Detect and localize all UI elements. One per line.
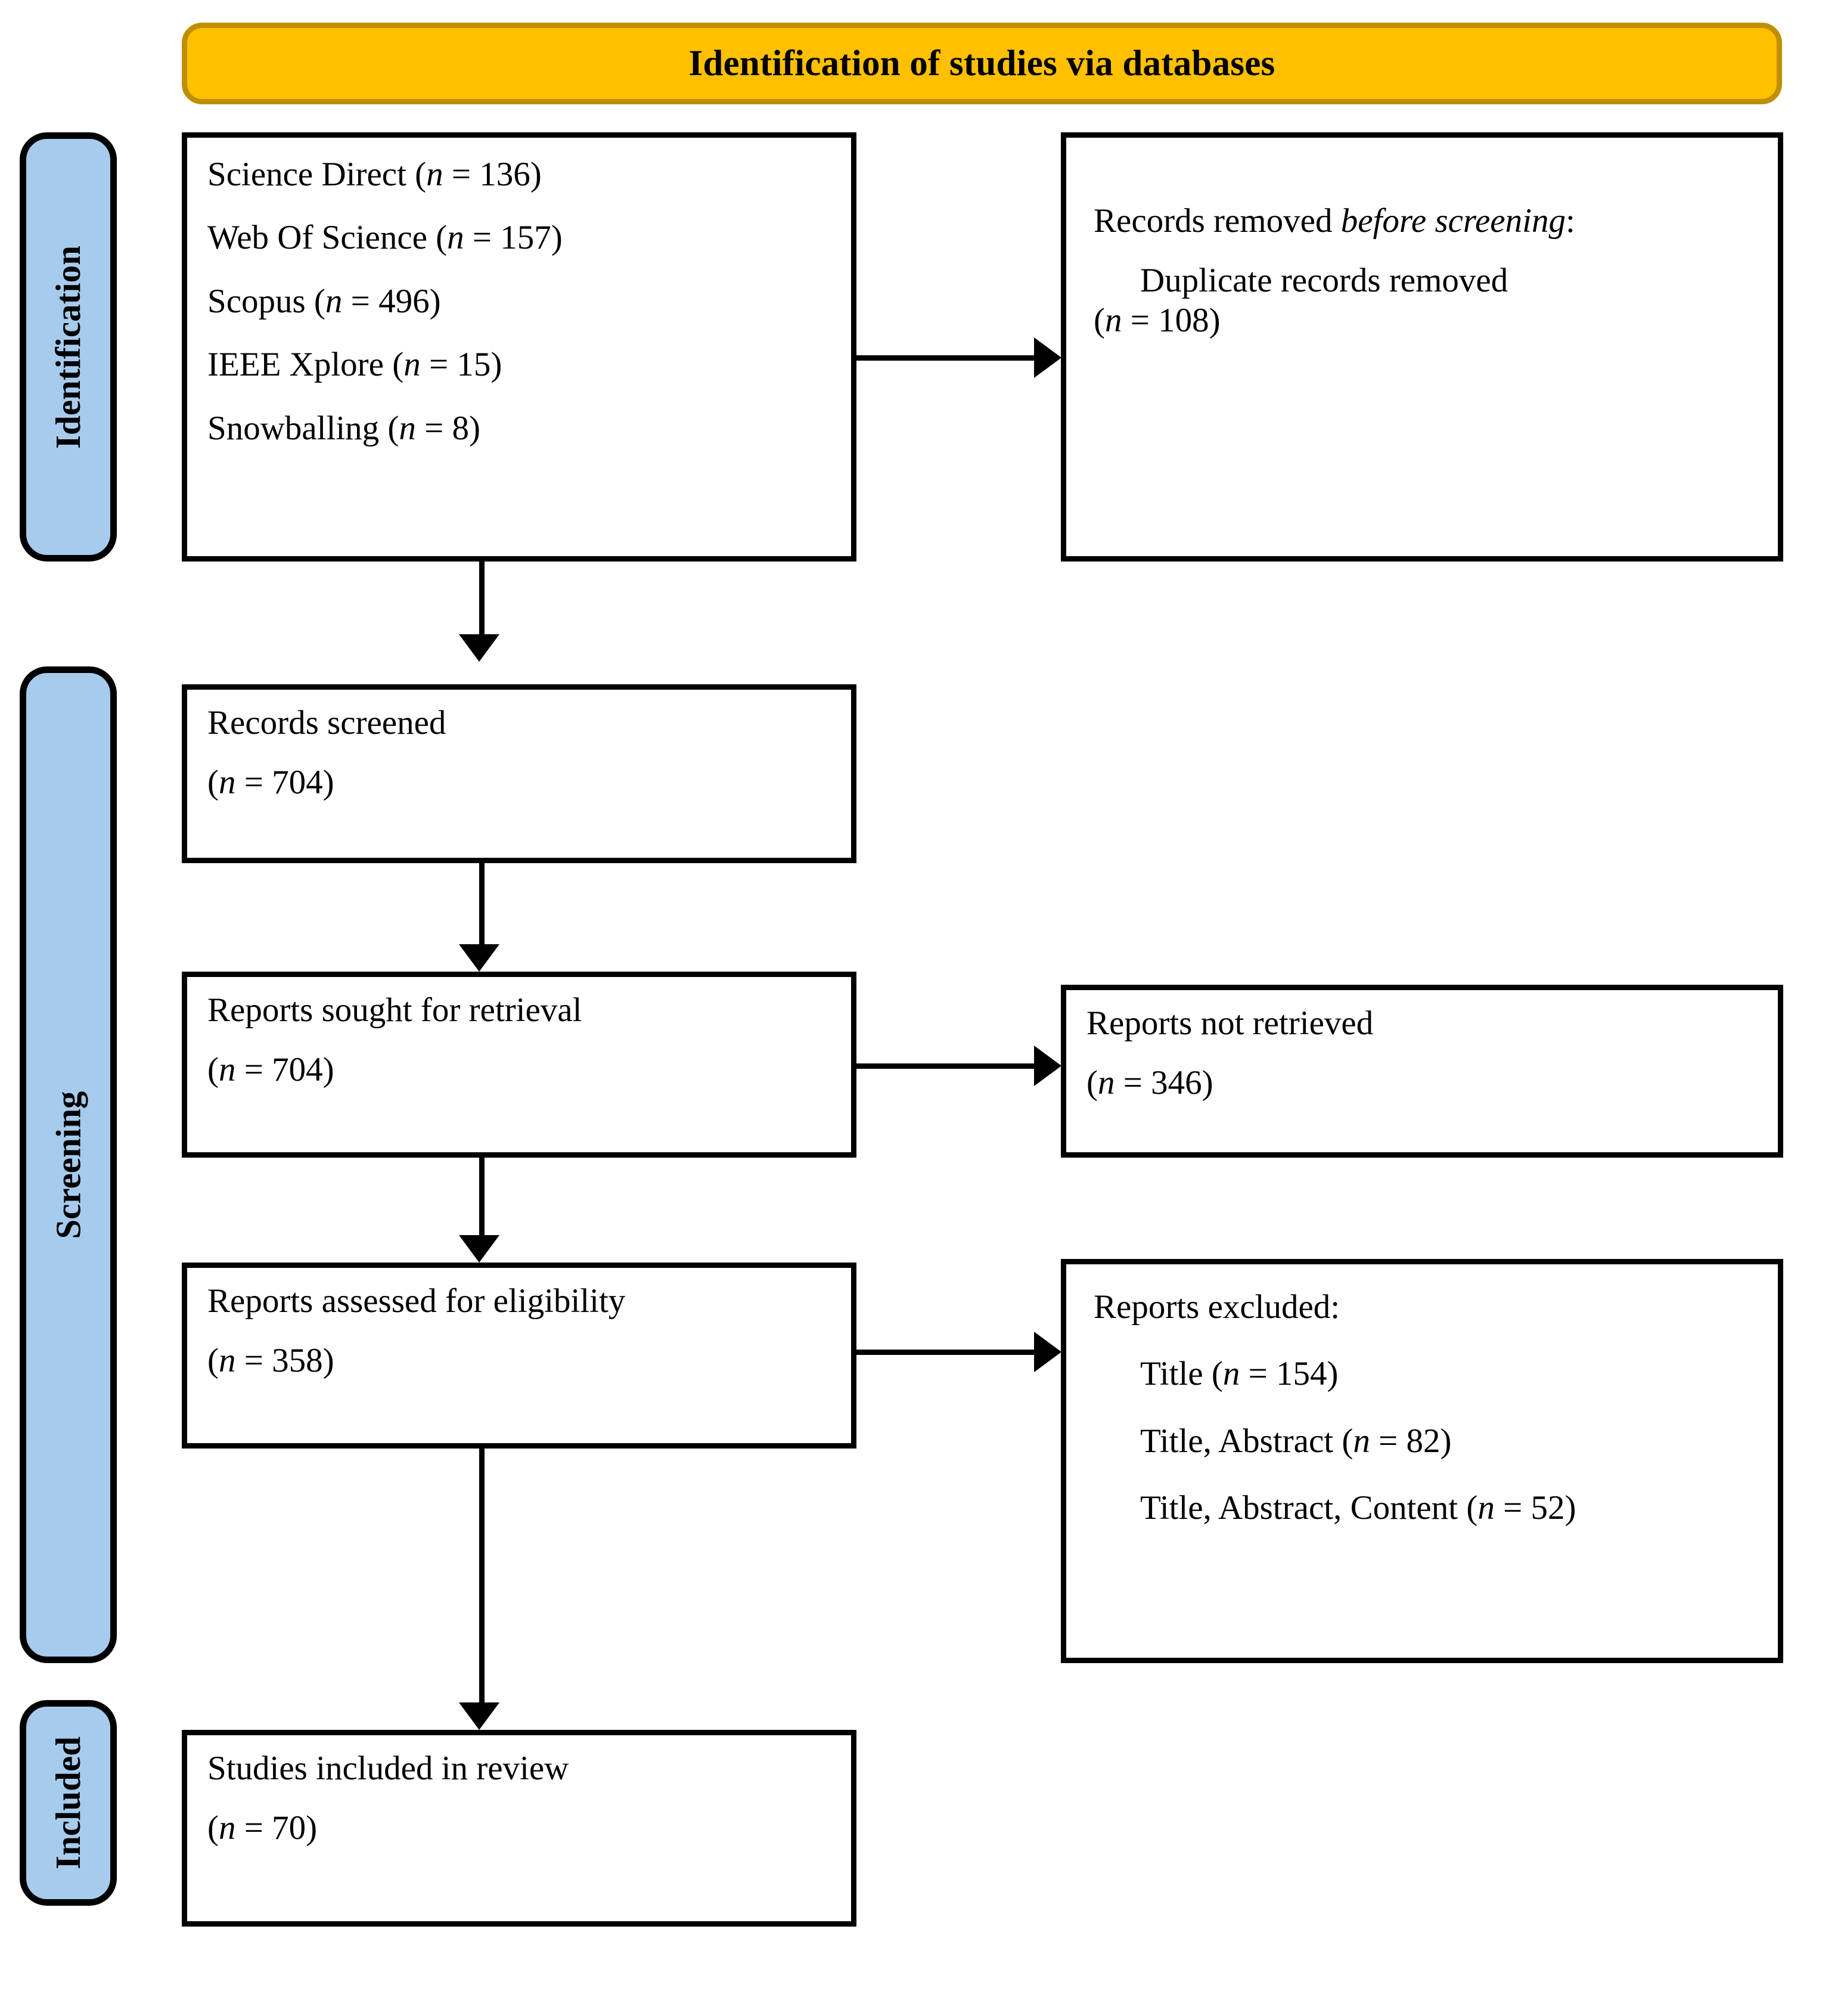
box-records-removed: Records removed before screening: Duplic… [1061, 132, 1783, 562]
page-title: Identification of studies via databases [688, 44, 1275, 83]
records-removed-heading-prefix: Records removed [1094, 202, 1341, 240]
connector-sought-to-assessed-arrow-icon [459, 1235, 499, 1263]
records-screened-count: (n = 704) [207, 764, 334, 802]
connector-sources-to-removed-arrow-icon [1034, 337, 1061, 378]
reports-sought-label: Reports sought for retrieval [207, 991, 582, 1029]
records-removed-heading-emphasis: before screening [1340, 202, 1566, 240]
connector-assessed-to-included-line [479, 1449, 485, 1702]
stage-label-screening: Screening [48, 1090, 88, 1239]
reports-assessed-count: (n = 358) [207, 1342, 334, 1380]
connector-screened-to-sought-line [479, 863, 485, 944]
stage-pill-included: Included [20, 1700, 117, 1906]
box-reports-sought: Reports sought for retrieval (n = 704) [182, 972, 856, 1158]
reports-sought-count: (n = 704) [207, 1051, 334, 1089]
records-screened-label: Records screened [207, 704, 446, 742]
connector-sought-to-notretrieved-line [856, 1063, 1034, 1069]
studies-included-label: Studies included in review [207, 1750, 569, 1787]
source-line-science-direct: Science Direct (n = 136) [207, 156, 542, 193]
connector-sources-to-screened-line [479, 562, 485, 634]
box-database-sources: Science Direct (n = 136) Web Of Science … [182, 132, 856, 562]
stage-label-identification: Identification [48, 245, 88, 449]
box-records-screened: Records screened (n = 704) [182, 684, 856, 863]
connector-assessed-to-excluded-line [856, 1350, 1034, 1355]
stage-label-included: Included [48, 1736, 88, 1869]
source-line-snowballing: Snowballing (n = 8) [207, 409, 481, 447]
reports-not-retrieved-count: (n = 346) [1086, 1064, 1213, 1102]
studies-included-count: (n = 70) [207, 1809, 318, 1847]
box-reports-assessed: Reports assessed for eligibility (n = 35… [182, 1263, 856, 1449]
records-removed-heading-suffix: : [1565, 202, 1575, 240]
source-line-ieee-xplore: IEEE Xplore (n = 15) [207, 346, 502, 384]
connector-sought-to-assessed-line [479, 1158, 485, 1235]
reports-excluded-heading: Reports excluded: [1094, 1288, 1340, 1326]
exclusion-reason-title: Title (n = 154) [1140, 1355, 1339, 1393]
connector-sources-to-screened-arrow-icon [459, 634, 499, 662]
records-removed-heading: Records removed before screening: [1094, 203, 1758, 239]
stage-pill-screening: Screening [20, 666, 117, 1663]
reports-assessed-label: Reports assessed for eligibility [207, 1282, 626, 1320]
source-line-scopus: Scopus (n = 496) [207, 282, 441, 320]
reports-not-retrieved-label: Reports not retrieved [1086, 1004, 1374, 1042]
duplicate-records-label: Duplicate records removed [1140, 262, 1508, 300]
connector-assessed-to-included-arrow-icon [459, 1702, 499, 1730]
source-line-web-of-science: Web Of Science (n = 157) [207, 219, 563, 257]
box-reports-not-retrieved: Reports not retrieved (n = 346) [1061, 985, 1783, 1158]
box-studies-included: Studies included in review (n = 70) [182, 1730, 856, 1927]
exclusion-reason-title-abstract: Title, Abstract (n = 82) [1140, 1422, 1452, 1460]
stage-pill-identification: Identification [20, 132, 117, 562]
exclusion-reason-title-abstract-content: Title, Abstract, Content (n = 52) [1140, 1489, 1576, 1527]
duplicate-records-count: (n = 108) [1094, 301, 1221, 339]
connector-assessed-to-excluded-arrow-icon [1034, 1332, 1061, 1372]
identification-header-banner: Identification of studies via databases [182, 23, 1782, 104]
connector-screened-to-sought-arrow-icon [459, 944, 499, 972]
connector-sought-to-notretrieved-arrow-icon [1034, 1046, 1061, 1086]
box-reports-excluded: Reports excluded: Title (n = 154) Title,… [1061, 1259, 1783, 1663]
connector-sources-to-removed-line [856, 355, 1034, 361]
